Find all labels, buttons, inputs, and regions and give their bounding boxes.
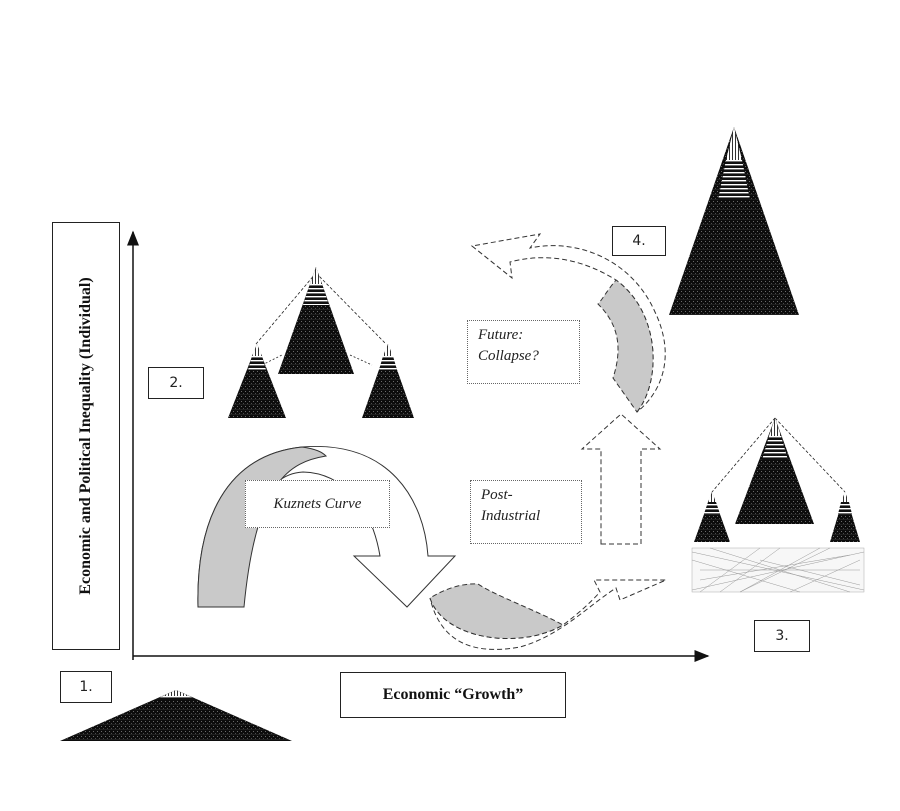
stage-3-number: 3.	[754, 620, 810, 652]
up-arrow	[580, 413, 662, 545]
stage-4-pyramid	[669, 127, 799, 315]
y-axis-label: Economic and Political Inequality (Indiv…	[77, 277, 94, 595]
x-axis-label: Economic “Growth”	[382, 686, 524, 703]
stage-3-pyramids	[691, 417, 865, 593]
future-collapse-label: Future: Collapse?	[467, 320, 580, 384]
y-axis-label-box: Economic and Political Inequality (Indiv…	[52, 222, 120, 650]
post-industrial-label: Post- Industrial	[470, 480, 582, 544]
stage-2-pyramids	[228, 267, 414, 418]
stage-1-pyramid	[60, 690, 292, 741]
x-axis-label-box: Economic “Growth”	[340, 672, 566, 718]
kuznets-label: Kuznets Curve	[245, 480, 390, 528]
stage-2-number: 2.	[148, 367, 204, 399]
future-arrow	[470, 233, 666, 413]
stage-4-number: 4.	[612, 226, 666, 256]
network-web	[691, 547, 865, 593]
post-industrial-arrow	[429, 579, 667, 650]
stage-1-number: 1.	[60, 671, 112, 703]
